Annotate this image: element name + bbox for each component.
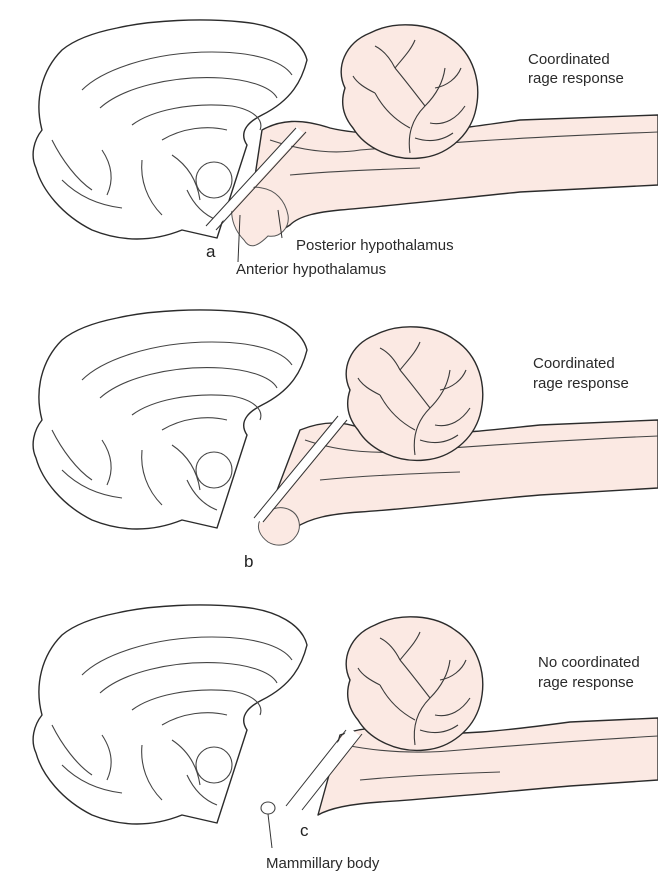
label-anterior-hypothalamus: Anterior hypothalamus (236, 261, 386, 278)
panel-letter-a: a (206, 242, 216, 261)
cerebellum-b (346, 327, 483, 461)
cerebellum-c (346, 617, 483, 751)
response-b-line2: rage response (533, 375, 629, 392)
label-posterior-hypothalamus: Posterior hypothalamus (296, 237, 454, 254)
panel-letter-b: b (244, 552, 253, 571)
response-a-line2: rage response (528, 70, 624, 87)
cerebrum-c (33, 605, 307, 824)
label-mammillary-body: Mammillary body (266, 855, 380, 872)
response-c-line1: No coordinated (538, 654, 640, 671)
panel-letter-c: c (300, 821, 309, 840)
response-b-line1: Coordinated (533, 355, 615, 372)
panel-a: a Posterior hypothalamus Anterior hypoth… (33, 20, 658, 278)
panel-c: c Mammillary body No coordinated rage re… (33, 605, 658, 872)
panel-b: b Coordinated rage response (33, 310, 658, 571)
response-c-line2: rage response (538, 674, 634, 691)
response-a-line1: Coordinated (528, 51, 610, 68)
mammillary-body-c (261, 802, 275, 814)
cerebrum-b (33, 310, 307, 529)
cerebellum-a (341, 25, 478, 159)
